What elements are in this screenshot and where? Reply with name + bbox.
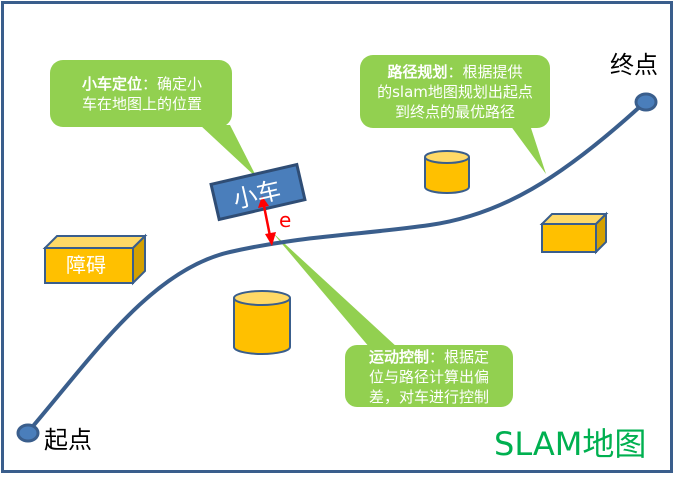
localization-callout-title: 小车定位 [81, 75, 142, 93]
obstacle-cylinder-2 [233, 290, 291, 355]
end-node [634, 92, 658, 112]
planned-path [26, 100, 647, 434]
obstacle-label: 障碍 [66, 253, 106, 277]
error-arrow [258, 196, 276, 246]
start-label: 起点 [44, 426, 92, 454]
localization-callout-body [50, 60, 232, 127]
control-callout-body [345, 345, 513, 407]
control-callout-title: 运动控制 [368, 348, 429, 366]
localization-callout-text: 小车定位：确定小 车在地图上的位置 [81, 75, 203, 113]
control-callout-tail [272, 232, 398, 348]
planning-callout-title: 路径规划 [387, 63, 448, 81]
planning-callout-body [360, 55, 550, 128]
planning-callout-tail [510, 125, 546, 174]
planning-callout-text: 路径规划：根据提供 的slam地图规划出起点 到终点的最优路径 [377, 63, 533, 121]
obstacle-box-2 [539, 211, 609, 255]
start-node [16, 423, 40, 443]
car [209, 162, 307, 222]
obstacle-cylinder-1 [424, 150, 470, 194]
error-label: e [279, 208, 292, 232]
obstacle-box-labeled [42, 233, 148, 286]
control-callout-text: 运动控制：根据定 位与路径计算出偏 差，对车进行控制 [368, 348, 490, 406]
map-title: SLAM地图 [494, 425, 647, 463]
end-label: 终点 [610, 51, 658, 79]
localization-callout-tail [200, 125, 257, 178]
